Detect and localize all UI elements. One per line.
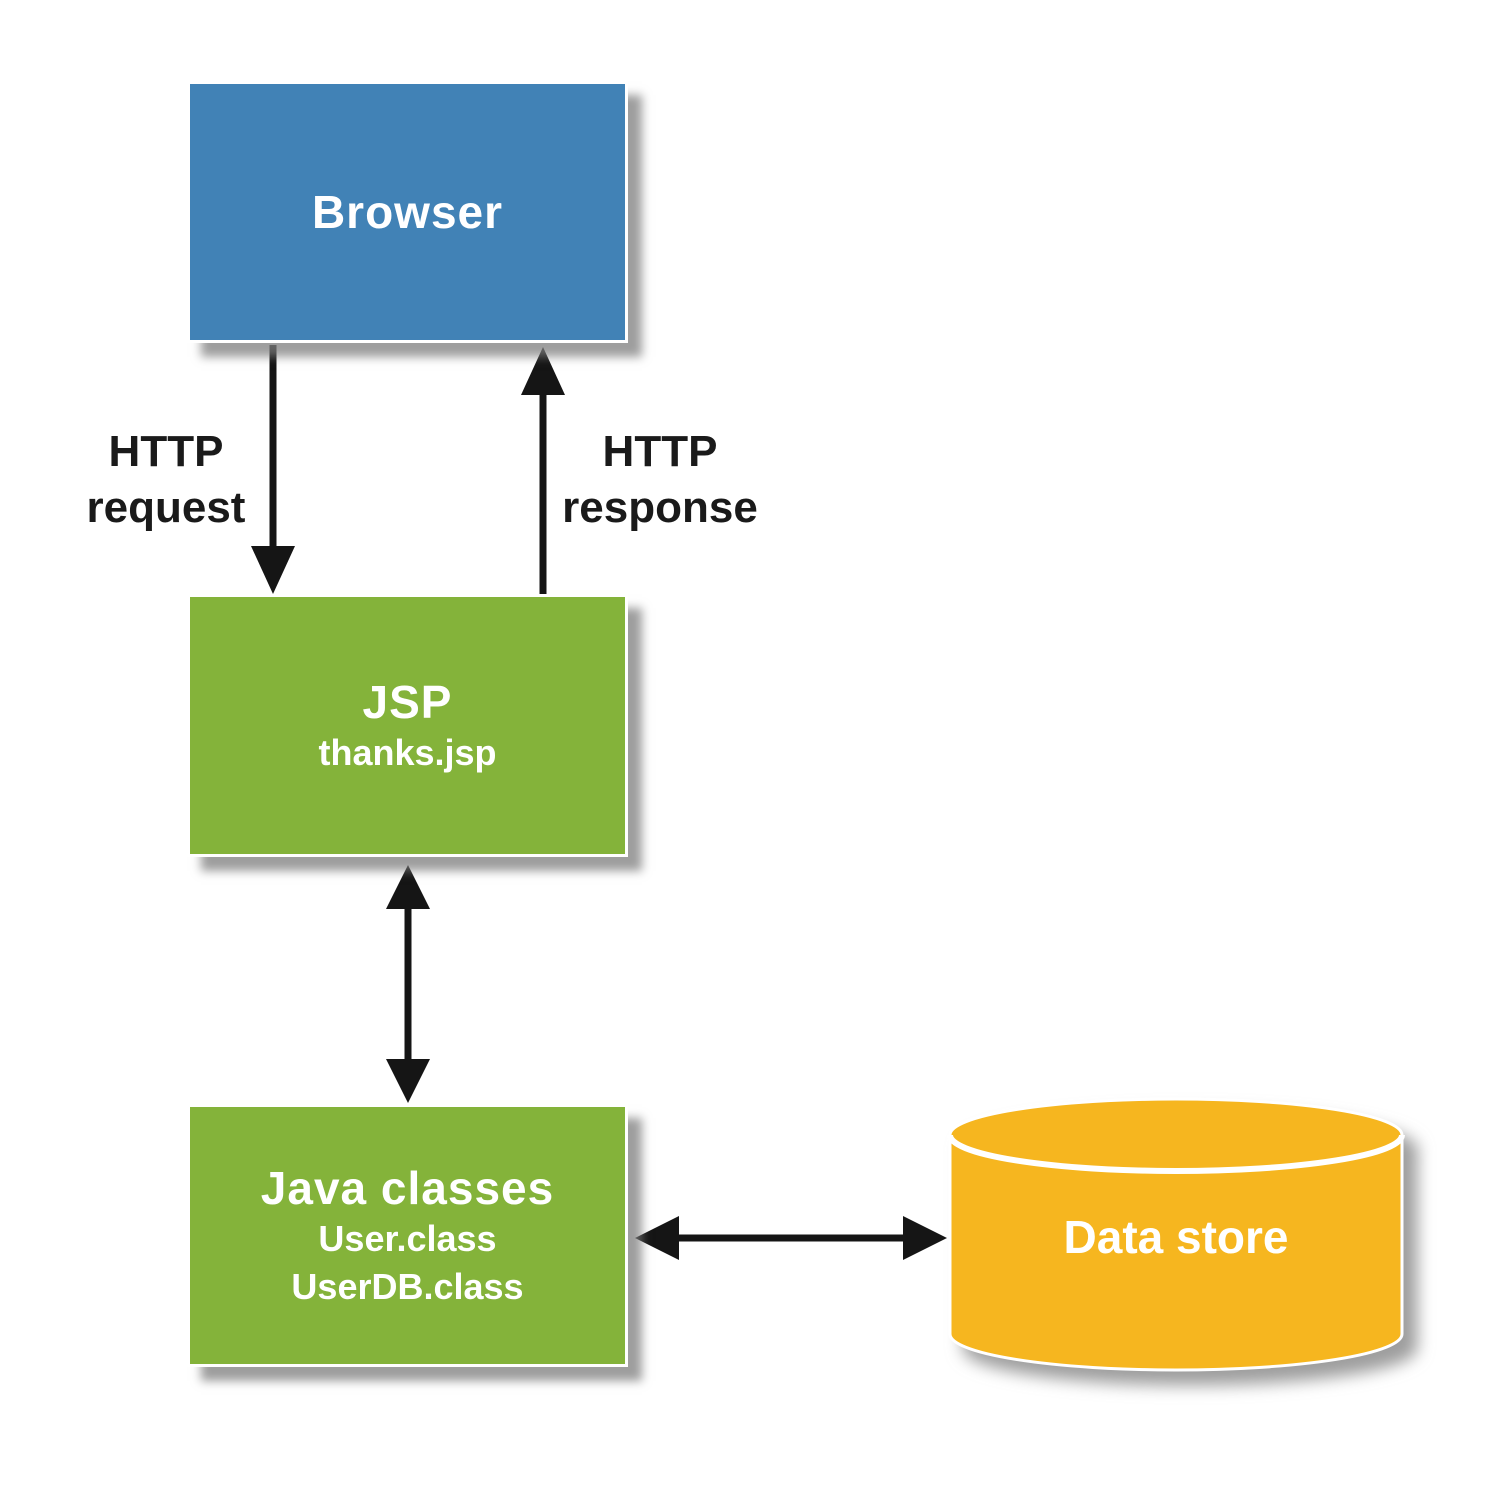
http-response-label-line1: HTTP <box>602 427 718 476</box>
browser-node: Browser <box>187 81 628 343</box>
jsp-java-double-arrow <box>386 865 430 1103</box>
http-request-label-line2: request <box>86 483 246 532</box>
http-response-label: HTTP response <box>520 424 800 536</box>
data-store-label: Data store <box>1063 1211 1289 1263</box>
jsp-node-label: JSP <box>362 675 453 728</box>
java-classes-node-label: Java classes <box>260 1161 555 1214</box>
http-response-label-line2: response <box>562 483 758 532</box>
browser-node-label: Browser <box>311 186 504 238</box>
jsp-node: JSP thanks.jsp <box>187 594 628 857</box>
jsp-node-sublabel: thanks.jsp <box>318 731 497 773</box>
http-request-label-line1: HTTP <box>108 427 224 476</box>
http-request-label: HTTP request <box>26 424 306 536</box>
java-classes-node-sublabel-1: User.class <box>318 1217 497 1259</box>
java-classes-node: Java classes User.class UserDB.class <box>187 1104 628 1367</box>
data-store-top-ellipse-curve <box>947 1134 1405 1174</box>
java-datastore-double-arrow <box>635 1216 947 1260</box>
java-classes-node-sublabel-2: UserDB.class <box>291 1265 524 1307</box>
